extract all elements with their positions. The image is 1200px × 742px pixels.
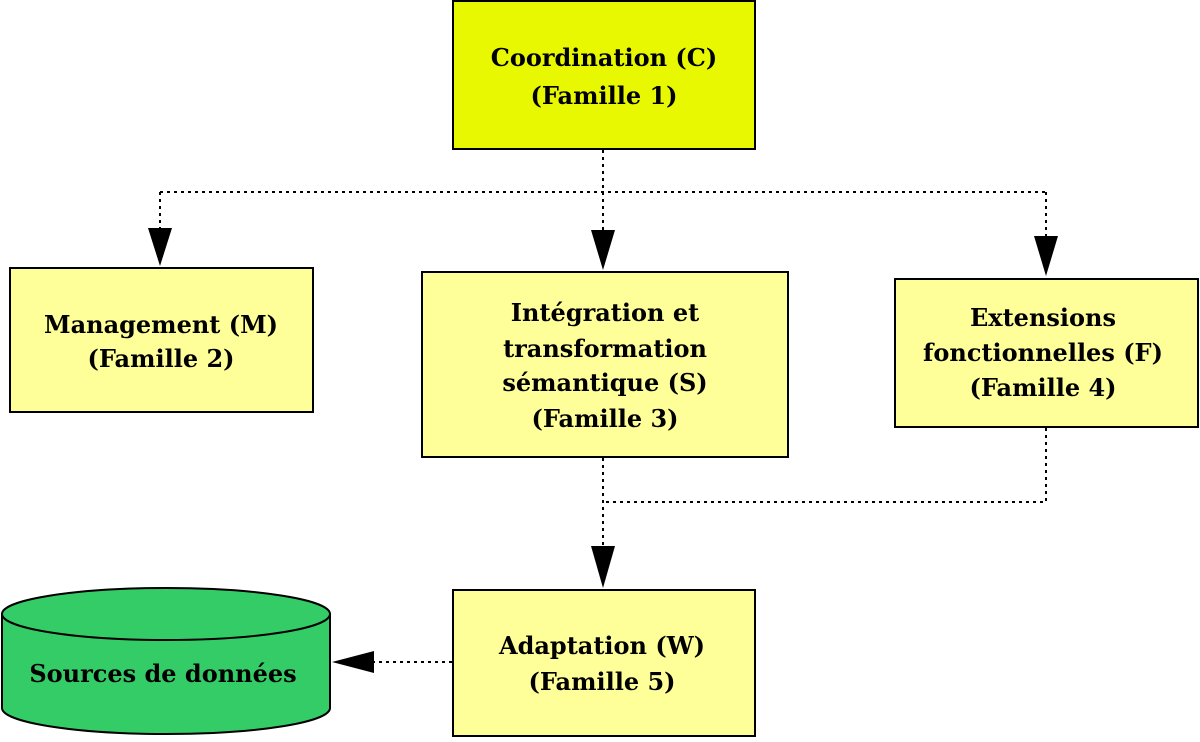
extensions-box-line2: fonctionnelles (F) bbox=[923, 338, 1163, 367]
management-box-rect bbox=[9, 267, 314, 413]
data-sources-database: Sources de données bbox=[1, 587, 331, 735]
extensions-box: Extensions fonctionnelles (F) (Famille 4… bbox=[894, 278, 1199, 428]
adaptation-box: Adaptation (W) (Famille 5) bbox=[452, 589, 756, 737]
database-top bbox=[1, 587, 331, 641]
adaptation-box-line1: Adaptation (W) bbox=[498, 631, 705, 660]
extensions-box-rect bbox=[894, 278, 1199, 428]
arrowhead-integration bbox=[591, 230, 615, 270]
integration-box-line4: (Famille 3) bbox=[531, 404, 678, 433]
integration-box-line1: Intégration et bbox=[511, 298, 699, 327]
arrowhead-database bbox=[332, 651, 374, 673]
extensions-box-line3: (Famille 4) bbox=[969, 373, 1116, 402]
management-box: Management (M) (Famille 2) bbox=[9, 267, 314, 413]
database-body bbox=[1, 613, 331, 735]
coordination-box-line2: (Famille 1) bbox=[530, 81, 677, 110]
extensions-box-line1: Extensions bbox=[970, 303, 1116, 332]
coordination-box-line1: Coordination (C) bbox=[491, 43, 718, 72]
arrowhead-adaptation bbox=[591, 546, 615, 588]
adaptation-box-rect bbox=[452, 589, 756, 737]
integration-box: Intégration et transformation sémantique… bbox=[421, 271, 789, 458]
integration-box-rect bbox=[421, 271, 789, 458]
coordination-box-rect bbox=[452, 0, 756, 150]
integration-box-line2: transformation bbox=[503, 334, 707, 363]
management-box-line1: Management (M) bbox=[44, 310, 278, 339]
arrowhead-extensions bbox=[1034, 236, 1058, 276]
coordination-box: Coordination (C) (Famille 1) bbox=[452, 0, 756, 150]
management-box-line2: (Famille 2) bbox=[87, 344, 234, 373]
integration-box-line3: sémantique (S) bbox=[502, 368, 707, 397]
arrowhead-management bbox=[148, 228, 172, 266]
database-label: Sources de données bbox=[29, 659, 296, 688]
adaptation-box-line2: (Famille 5) bbox=[528, 667, 675, 696]
